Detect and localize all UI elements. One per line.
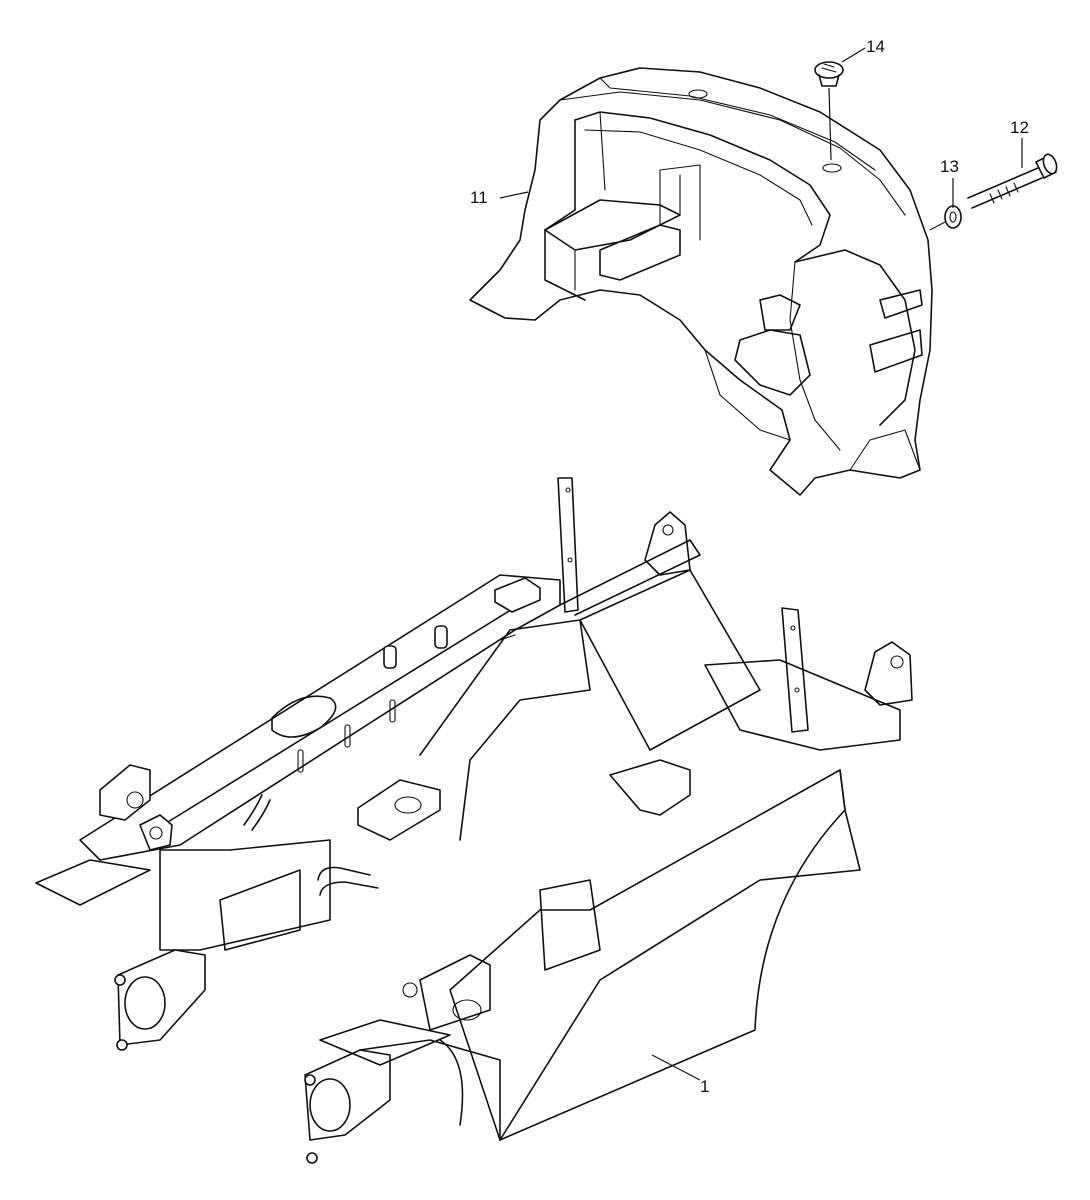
callout-11: 11 [470, 188, 488, 207]
counterweight-part [469, 67, 933, 496]
leader-1 [651, 1054, 701, 1081]
leader-14 [828, 47, 866, 161]
callout-14: 14 [866, 37, 885, 56]
callout-1: 1 [700, 1077, 709, 1096]
callout-12: 12 [1010, 118, 1029, 137]
cap-part [814, 61, 844, 87]
callout-13: 13 [940, 157, 959, 176]
leader-lines [499, 47, 1023, 1081]
frame-part [35, 477, 913, 1164]
leader-11 [499, 191, 529, 199]
washer-part [944, 205, 962, 229]
leader-13 [929, 178, 954, 231]
bolt-part [967, 153, 1058, 209]
